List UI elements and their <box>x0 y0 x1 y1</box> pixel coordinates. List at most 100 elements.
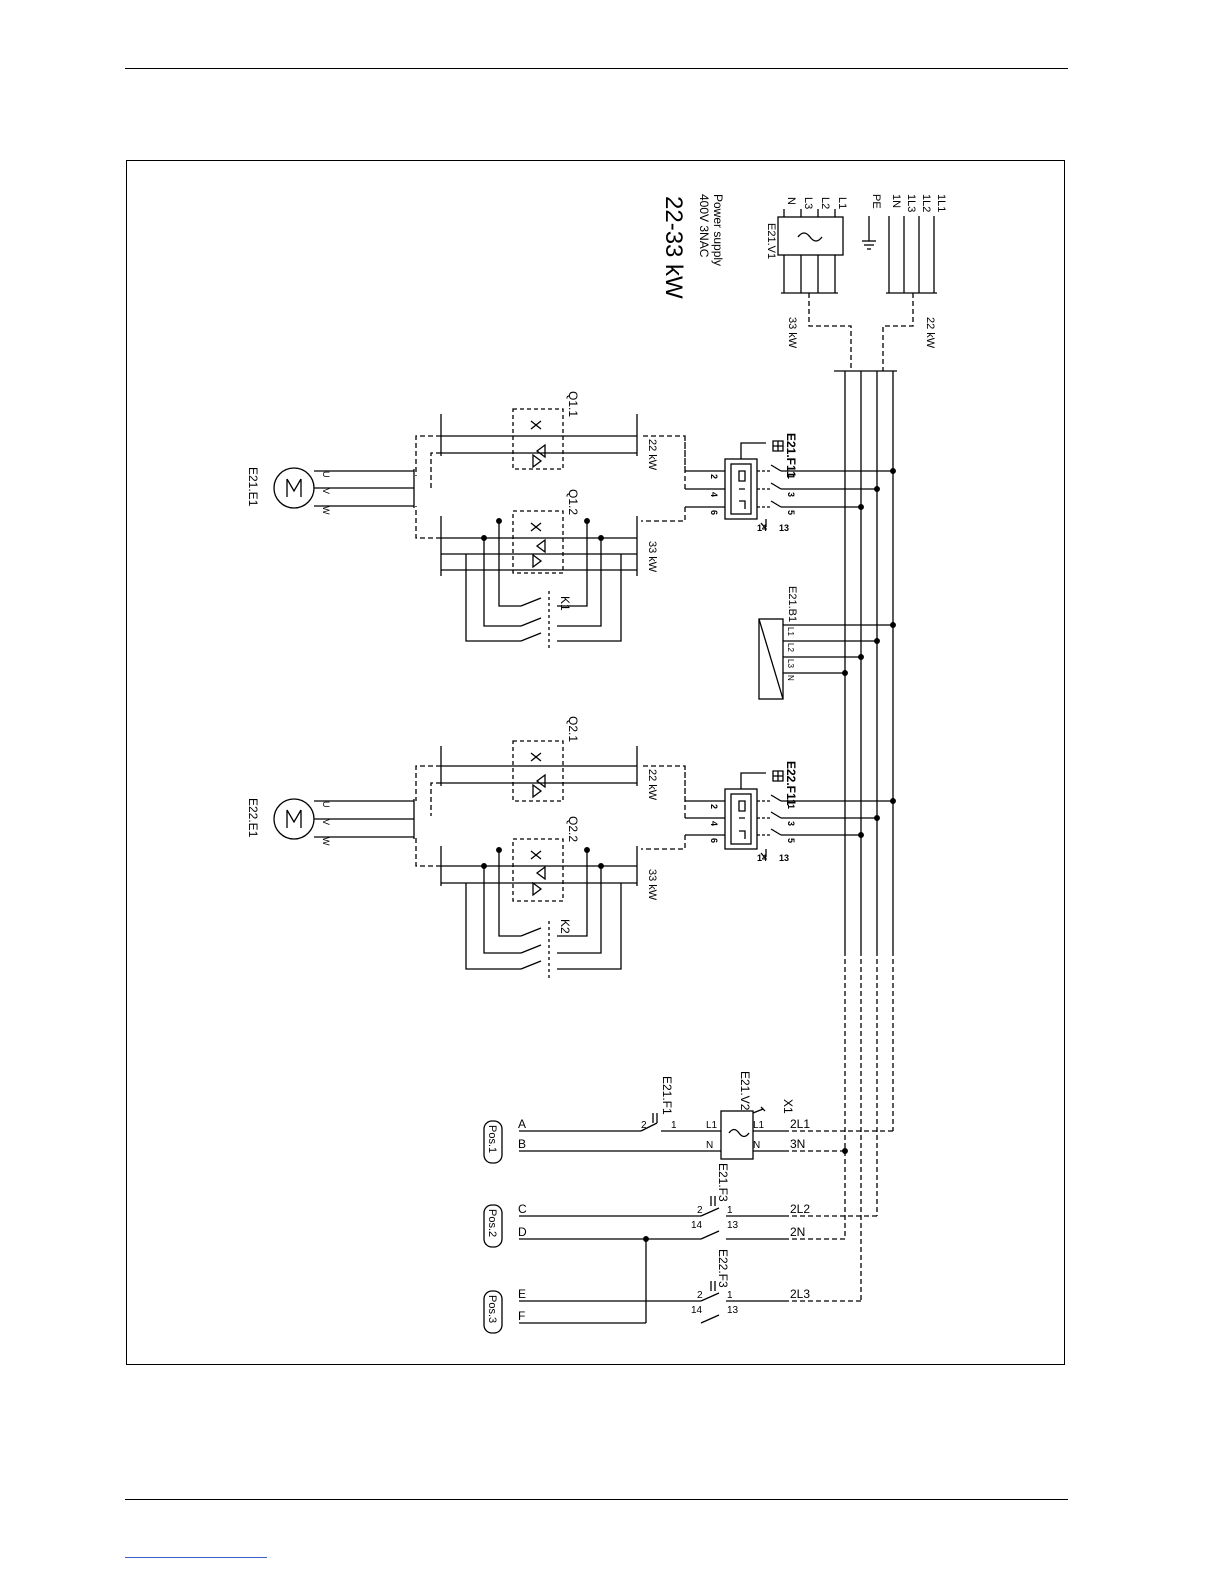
line-c: C <box>518 1202 527 1216</box>
x1-2n: 2N <box>790 1225 805 1239</box>
motor-e21-e1: U V W E21.E1 <box>246 467 415 515</box>
pos2-label: Pos.2 <box>486 1209 498 1237</box>
contactor-k1: K1 <box>465 521 622 651</box>
q21-label: Q2.1 <box>566 716 580 742</box>
position-3-badge: Pos.3 <box>483 1290 503 1334</box>
main-busbars <box>834 370 897 951</box>
wiring-diagram-frame: 22-33 kW Power supply 400V 3NAC 1L1 1L2 … <box>126 160 1065 1365</box>
label-33kw-supply: 33 kW <box>786 317 798 349</box>
motor1-v: V <box>321 488 331 494</box>
s2-22kw: 22 kW <box>646 769 658 801</box>
f3-1-pin14: 14 <box>691 1220 703 1231</box>
switch-q2-1: Q2.1 <box>415 716 638 816</box>
b1-n: N <box>786 675 795 681</box>
switch-q2-2: Q2.2 <box>415 816 638 902</box>
line-f: F <box>518 1309 525 1323</box>
f11-2-pin6: 6 <box>709 838 719 843</box>
supply-dashed-routing <box>808 293 914 371</box>
motor1-label: E21.E1 <box>246 467 260 507</box>
x1-label: X1 <box>781 1099 795 1114</box>
line-b: B <box>518 1137 526 1151</box>
footer-link-underline[interactable] <box>125 1557 267 1558</box>
v2-out-l1: L1 <box>753 1120 765 1131</box>
f11-2-pin2: 2 <box>709 804 719 809</box>
contactor-k2: K2 <box>465 850 622 979</box>
q12-label: Q1.2 <box>566 489 580 515</box>
v2-out-n: N <box>753 1140 760 1151</box>
f3-2-pin1: 1 <box>727 1290 733 1301</box>
pos1-label: Pos.1 <box>486 1125 498 1153</box>
f3-1-pin13: 13 <box>727 1220 739 1231</box>
f11-1-label: E21.F11 <box>784 433 798 478</box>
f3-2-pin2: 2 <box>697 1290 703 1301</box>
k2-label: K2 <box>558 919 572 934</box>
term-1n: 1N <box>890 194 902 208</box>
switch-q1-1: Q1.1 <box>415 391 638 491</box>
f11-2-label: E22.F11 <box>784 761 798 806</box>
motor1-u: U <box>321 471 331 478</box>
motor2-w: W <box>321 837 331 846</box>
motor1-w: W <box>321 506 331 515</box>
f3-1-pin1: 1 <box>727 1205 733 1216</box>
label-22kw-supply: 22 kW <box>924 317 936 349</box>
v1-label: E21.V1 <box>765 223 777 259</box>
supply-label-2: 400V 3NAC <box>697 194 711 258</box>
x1-2l2: 2L2 <box>790 1202 810 1216</box>
f11-1-pin2: 2 <box>709 474 719 479</box>
term-pe: PE <box>870 194 882 209</box>
line-a: A <box>518 1117 526 1131</box>
q11-label: Q1.1 <box>566 391 580 417</box>
v2-in-n: N <box>706 1140 713 1151</box>
f3-2-label: E22.F3 <box>716 1249 730 1288</box>
x1-2l1: 2L1 <box>790 1117 810 1131</box>
term-l3: L3 <box>802 197 814 209</box>
b1-label: E21.B1 <box>786 586 798 622</box>
s1-22kw: 22 kW <box>646 439 658 471</box>
wiring-schematic: 22-33 kW Power supply 400V 3NAC 1L1 1L2 … <box>246 194 947 1334</box>
f11-1-aux13: 13 <box>779 523 789 533</box>
s2-33kw: 33 kW <box>646 869 658 901</box>
motor-circuit-2: E22.F11 1 3 5 2 4 6 14 13 22 kW 33 kW Q2… <box>246 716 896 979</box>
supply-terminals-22kw: 1L1 1L2 1L3 1N PE <box>862 194 947 294</box>
motor-e22-e1: U V W E22.E1 <box>246 798 415 846</box>
b1-l3: L3 <box>786 659 795 668</box>
b1-l2: L2 <box>786 643 795 652</box>
f11-2-pin5: 5 <box>786 838 796 843</box>
motor2-u: U <box>321 801 331 808</box>
f11-1-pin5: 5 <box>786 510 796 515</box>
filter-e21-v1: E21.V1 L1 L2 L3 N <box>765 197 848 294</box>
f11-2-pin3: 3 <box>786 821 796 826</box>
f3-1-pin2: 2 <box>697 1205 703 1216</box>
f11-1-pin1: 1 <box>786 474 796 479</box>
term-l2: L2 <box>819 197 831 209</box>
f11-1-pin4: 4 <box>709 492 719 497</box>
f11-2-aux13: 13 <box>779 853 789 863</box>
busbar-dashed-extensions <box>844 951 894 1301</box>
term-l1: L1 <box>836 197 848 209</box>
header-rule <box>125 68 1068 69</box>
x1-3n: 3N <box>790 1137 805 1151</box>
f11-1-pin6: 6 <box>709 510 719 515</box>
diagram-title: 22-33 kW <box>660 196 687 299</box>
f11-2-pin4: 4 <box>709 821 719 826</box>
switch-q1-2: Q1.2 <box>415 489 638 576</box>
f11-1-pin3: 3 <box>786 492 796 497</box>
q22-label: Q2.2 <box>566 816 580 842</box>
f1-pin1: 1 <box>671 1120 677 1131</box>
motor2-v: V <box>321 819 331 825</box>
term-n: N <box>785 197 797 205</box>
v2-label: E21.V2 <box>738 1071 752 1111</box>
supply-label-1: Power supply <box>711 194 725 266</box>
f3-2-pin13: 13 <box>727 1305 739 1316</box>
f11-2-pin1: 1 <box>786 804 796 809</box>
x1-2l3: 2L3 <box>790 1287 810 1301</box>
footer-rule <box>125 1499 1068 1500</box>
v2-in-l1: L1 <box>706 1120 718 1131</box>
term-1l1: 1L1 <box>935 194 947 212</box>
sensor-e21-b1: E21.B1 L1 L2 L3 N <box>758 586 896 700</box>
s1-33kw: 33 kW <box>646 541 658 573</box>
b1-l1: L1 <box>786 627 795 636</box>
line-e: E <box>518 1287 526 1301</box>
k1-label: K1 <box>558 596 572 611</box>
term-1l3: 1L3 <box>905 194 917 212</box>
